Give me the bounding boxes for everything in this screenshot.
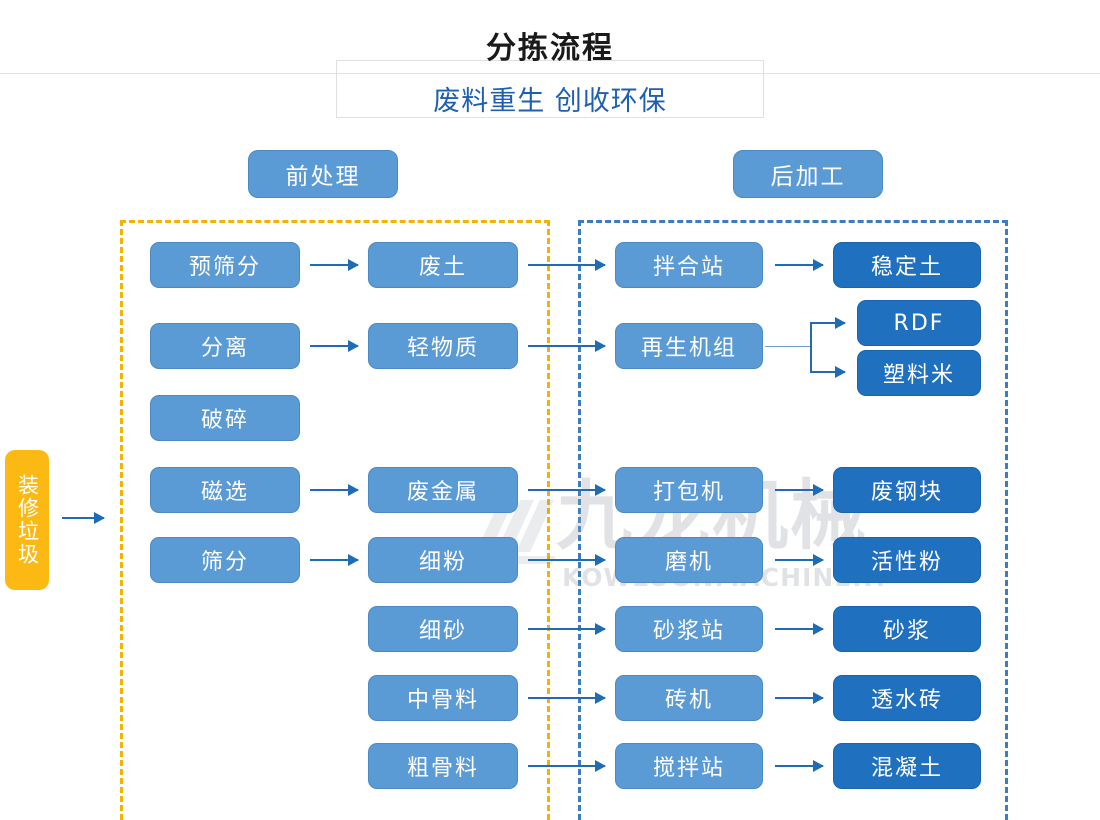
arrow-mixingstation-to-stabilizedsoil bbox=[775, 259, 824, 271]
node-concrete-mixing-plant[interactable]: 搅拌站 bbox=[615, 743, 763, 789]
section-header-post[interactable]: 后加工 bbox=[733, 150, 883, 198]
node-scrap-metal[interactable]: 废金属 bbox=[368, 467, 518, 513]
input-node-label: 装修垃圾 bbox=[15, 474, 40, 566]
node-rdf[interactable]: RDF bbox=[857, 300, 981, 346]
arrow-sieving-to-finepowder bbox=[310, 554, 359, 566]
branch-stem-recycling-unit bbox=[765, 346, 812, 347]
node-magnetic-separation[interactable]: 磁选 bbox=[150, 467, 300, 513]
node-mortar-station[interactable]: 砂浆站 bbox=[615, 606, 763, 652]
arrow-coarseaggregate-to-mixingplant bbox=[528, 760, 606, 772]
title-frame bbox=[336, 60, 764, 118]
arrow-magnetic-to-scrapmetal bbox=[310, 484, 359, 496]
arrow-mediumaggregate-to-brickmachine bbox=[528, 692, 606, 704]
node-pre-screening[interactable]: 预筛分 bbox=[150, 242, 300, 288]
section-header-pre[interactable]: 前处理 bbox=[248, 150, 398, 198]
branch-vertical-recycling-unit bbox=[810, 322, 812, 372]
node-brick-machine[interactable]: 砖机 bbox=[615, 675, 763, 721]
page-subtitle: 废料重生 创收环保 bbox=[433, 86, 667, 117]
arrow-mortarstation-to-mortar bbox=[775, 623, 824, 635]
page-title: 分拣流程 bbox=[486, 31, 614, 66]
node-scrap-steel-block[interactable]: 废钢块 bbox=[833, 467, 981, 513]
arrow-recyclingunit-to-rdf bbox=[810, 317, 846, 329]
node-mixing-station[interactable]: 拌合站 bbox=[615, 242, 763, 288]
node-concrete[interactable]: 混凝土 bbox=[833, 743, 981, 789]
node-plastic-pellets[interactable]: 塑料米 bbox=[857, 350, 981, 396]
arrow-brickmachine-to-permeablebrick bbox=[775, 692, 824, 704]
arrow-finesand-to-mortarstation bbox=[528, 623, 606, 635]
node-separation[interactable]: 分离 bbox=[150, 323, 300, 369]
node-crushing[interactable]: 破碎 bbox=[150, 395, 300, 441]
arrow-prescreening-to-wastesoil bbox=[310, 259, 359, 271]
pre-processing-zone bbox=[120, 220, 550, 820]
arrow-scrapmetal-to-baler bbox=[528, 484, 606, 496]
arrow-recyclingunit-to-plasticpellets bbox=[810, 366, 846, 378]
node-baler[interactable]: 打包机 bbox=[615, 467, 763, 513]
node-fine-powder[interactable]: 细粉 bbox=[368, 537, 518, 583]
node-active-powder[interactable]: 活性粉 bbox=[833, 537, 981, 583]
node-sieving[interactable]: 筛分 bbox=[150, 537, 300, 583]
node-stabilized-soil[interactable]: 稳定土 bbox=[833, 242, 981, 288]
node-medium-aggregate[interactable]: 中骨料 bbox=[368, 675, 518, 721]
input-node-construction-waste[interactable]: 装修垃圾 bbox=[5, 450, 49, 590]
header-divider-line bbox=[0, 73, 1100, 74]
node-waste-soil[interactable]: 废土 bbox=[368, 242, 518, 288]
node-light-material[interactable]: 轻物质 bbox=[368, 323, 518, 369]
node-permeable-brick[interactable]: 透水砖 bbox=[833, 675, 981, 721]
arrow-lightmaterial-to-recyclingunit bbox=[528, 340, 606, 352]
node-mortar[interactable]: 砂浆 bbox=[833, 606, 981, 652]
arrow-wastesoil-to-mixingstation bbox=[528, 259, 606, 271]
arrow-mill-to-activepowder bbox=[775, 554, 824, 566]
node-fine-sand[interactable]: 细砂 bbox=[368, 606, 518, 652]
node-coarse-aggregate[interactable]: 粗骨料 bbox=[368, 743, 518, 789]
node-mill[interactable]: 磨机 bbox=[615, 537, 763, 583]
arrow-input-to-pre bbox=[62, 512, 105, 524]
node-recycling-unit[interactable]: 再生机组 bbox=[615, 323, 763, 369]
arrow-separation-to-lightmaterial bbox=[310, 340, 359, 352]
arrow-finepowder-to-mill bbox=[528, 554, 606, 566]
arrow-baler-to-scrapsteel bbox=[775, 484, 824, 496]
arrow-mixingplant-to-concrete bbox=[775, 760, 824, 772]
post-processing-zone bbox=[578, 220, 1008, 820]
